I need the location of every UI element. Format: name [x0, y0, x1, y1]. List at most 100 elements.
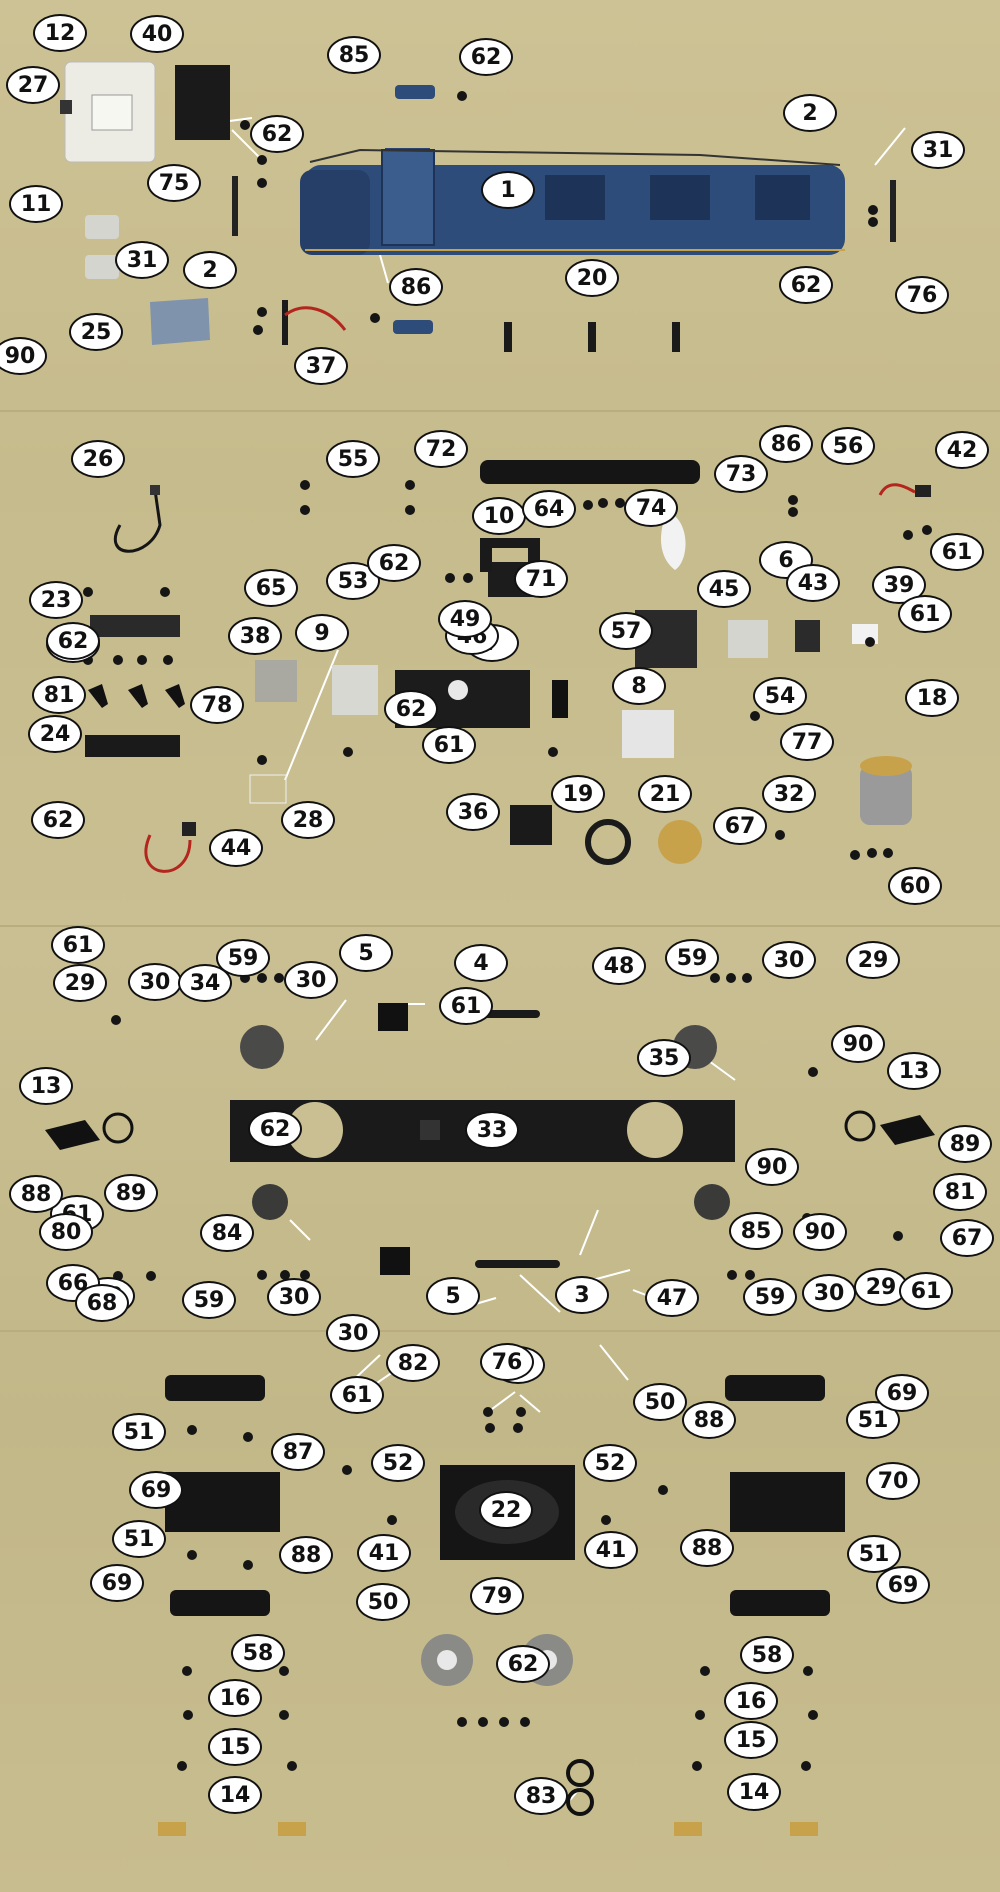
socket-box [622, 710, 674, 758]
coupler [45, 1120, 100, 1150]
screw-dot [868, 217, 878, 227]
screw-dot [788, 507, 798, 517]
window-part [85, 215, 119, 239]
part-callout-52: 52 [583, 1444, 637, 1482]
part-callout-75: 75 [147, 164, 201, 202]
part-callout-77: 77 [780, 723, 834, 761]
part-callout-86: 86 [389, 268, 443, 306]
part-callout-27: 27 [6, 66, 60, 104]
screw-dot [710, 973, 720, 983]
leader-line [284, 649, 339, 781]
flywheel [658, 820, 702, 864]
part-callout-61: 61 [422, 726, 476, 764]
part-callout-16: 16 [724, 1682, 778, 1720]
part-callout-49: 49 [438, 600, 492, 638]
part-callout-25: 25 [69, 313, 123, 351]
part-callout-79: 79 [470, 1577, 524, 1615]
part-callout-16: 16 [208, 1679, 262, 1717]
clear-film [249, 774, 287, 804]
part-callout-62: 62 [248, 1110, 302, 1148]
part-callout-59: 59 [216, 939, 270, 977]
part-callout-58: 58 [231, 1634, 285, 1672]
gear-plate [252, 1184, 288, 1220]
screw-dot [867, 848, 877, 858]
part-callout-3: 3 [555, 1276, 609, 1314]
part-callout-55: 55 [326, 440, 380, 478]
screw-dot [808, 1710, 818, 1720]
screw-dot [279, 1710, 289, 1720]
part-callout-61: 61 [899, 1272, 953, 1310]
part-callout-59: 59 [743, 1278, 797, 1316]
pcb-strip [85, 735, 180, 757]
screw-dot [257, 178, 267, 188]
screw-dot [177, 1761, 187, 1771]
pcb-strip [90, 615, 180, 637]
part-callout-90: 90 [831, 1025, 885, 1063]
o-ring [566, 1788, 594, 1816]
part-callout-22: 22 [479, 1491, 533, 1529]
part-callout-89: 89 [104, 1174, 158, 1212]
part-callout-30: 30 [267, 1278, 321, 1316]
leader-line [874, 127, 906, 166]
screw-dot [243, 1560, 253, 1570]
screw-dot [279, 1666, 289, 1676]
screw-dot [808, 1067, 818, 1077]
bracket [480, 538, 540, 572]
cover-plate [150, 298, 210, 345]
rod [475, 1260, 560, 1268]
speaker-base [255, 660, 297, 702]
part-callout-67: 67 [713, 807, 767, 845]
body-shell [300, 148, 845, 255]
screw-dot [300, 480, 310, 490]
part-callout-61: 61 [439, 987, 493, 1025]
part-callout-44: 44 [209, 829, 263, 867]
screw-dot [499, 1717, 509, 1727]
part-callout-59: 59 [182, 1281, 236, 1319]
cab-roof-part [64, 61, 156, 163]
part-callout-15: 15 [724, 1721, 778, 1759]
screw-dot [750, 711, 760, 721]
screw-dot [405, 505, 415, 515]
metal-weight [332, 665, 378, 715]
screw-dot [742, 973, 752, 983]
part-callout-90: 90 [745, 1148, 799, 1186]
part-callout-85: 85 [729, 1212, 783, 1250]
screw-dot [658, 1485, 668, 1495]
leader-line [231, 129, 263, 161]
screw-dot [865, 637, 875, 647]
leader-line [579, 1209, 599, 1256]
screw-dot [253, 325, 263, 335]
screw-dot [300, 1270, 310, 1280]
part-callout-11: 11 [9, 185, 63, 223]
screw-dot [903, 530, 913, 540]
couplers [88, 684, 185, 708]
panel-divider [0, 1330, 1000, 1332]
leader-line [379, 254, 389, 284]
part-callout-69: 69 [875, 1374, 929, 1412]
screw-dot [370, 313, 380, 323]
part-callout-62: 62 [367, 544, 421, 582]
coupler [880, 1115, 935, 1145]
gear-mount [240, 1025, 284, 1069]
socket [728, 620, 768, 658]
part-callout-31: 31 [115, 241, 169, 279]
screw-dot [113, 655, 123, 665]
part-callout-61: 61 [51, 926, 105, 964]
part-callout-48: 48 [592, 947, 646, 985]
part-callout-2: 2 [183, 251, 237, 289]
screw-dot [700, 1666, 710, 1676]
wire [113, 489, 162, 553]
screw-dot [883, 848, 893, 858]
screw-dot [243, 1432, 253, 1442]
wire [144, 834, 192, 873]
part-callout-51: 51 [112, 1413, 166, 1451]
part-callout-4: 4 [454, 944, 508, 982]
part-callout-85: 85 [327, 36, 381, 74]
part-callout-20: 20 [565, 259, 619, 297]
part-callout-8: 8 [612, 667, 666, 705]
part-callout-61: 61 [930, 533, 984, 571]
part-callout-12: 12 [33, 14, 87, 52]
part-callout-21: 21 [638, 775, 692, 813]
part-callout-43: 43 [786, 564, 840, 602]
part-callout-51: 51 [112, 1520, 166, 1558]
